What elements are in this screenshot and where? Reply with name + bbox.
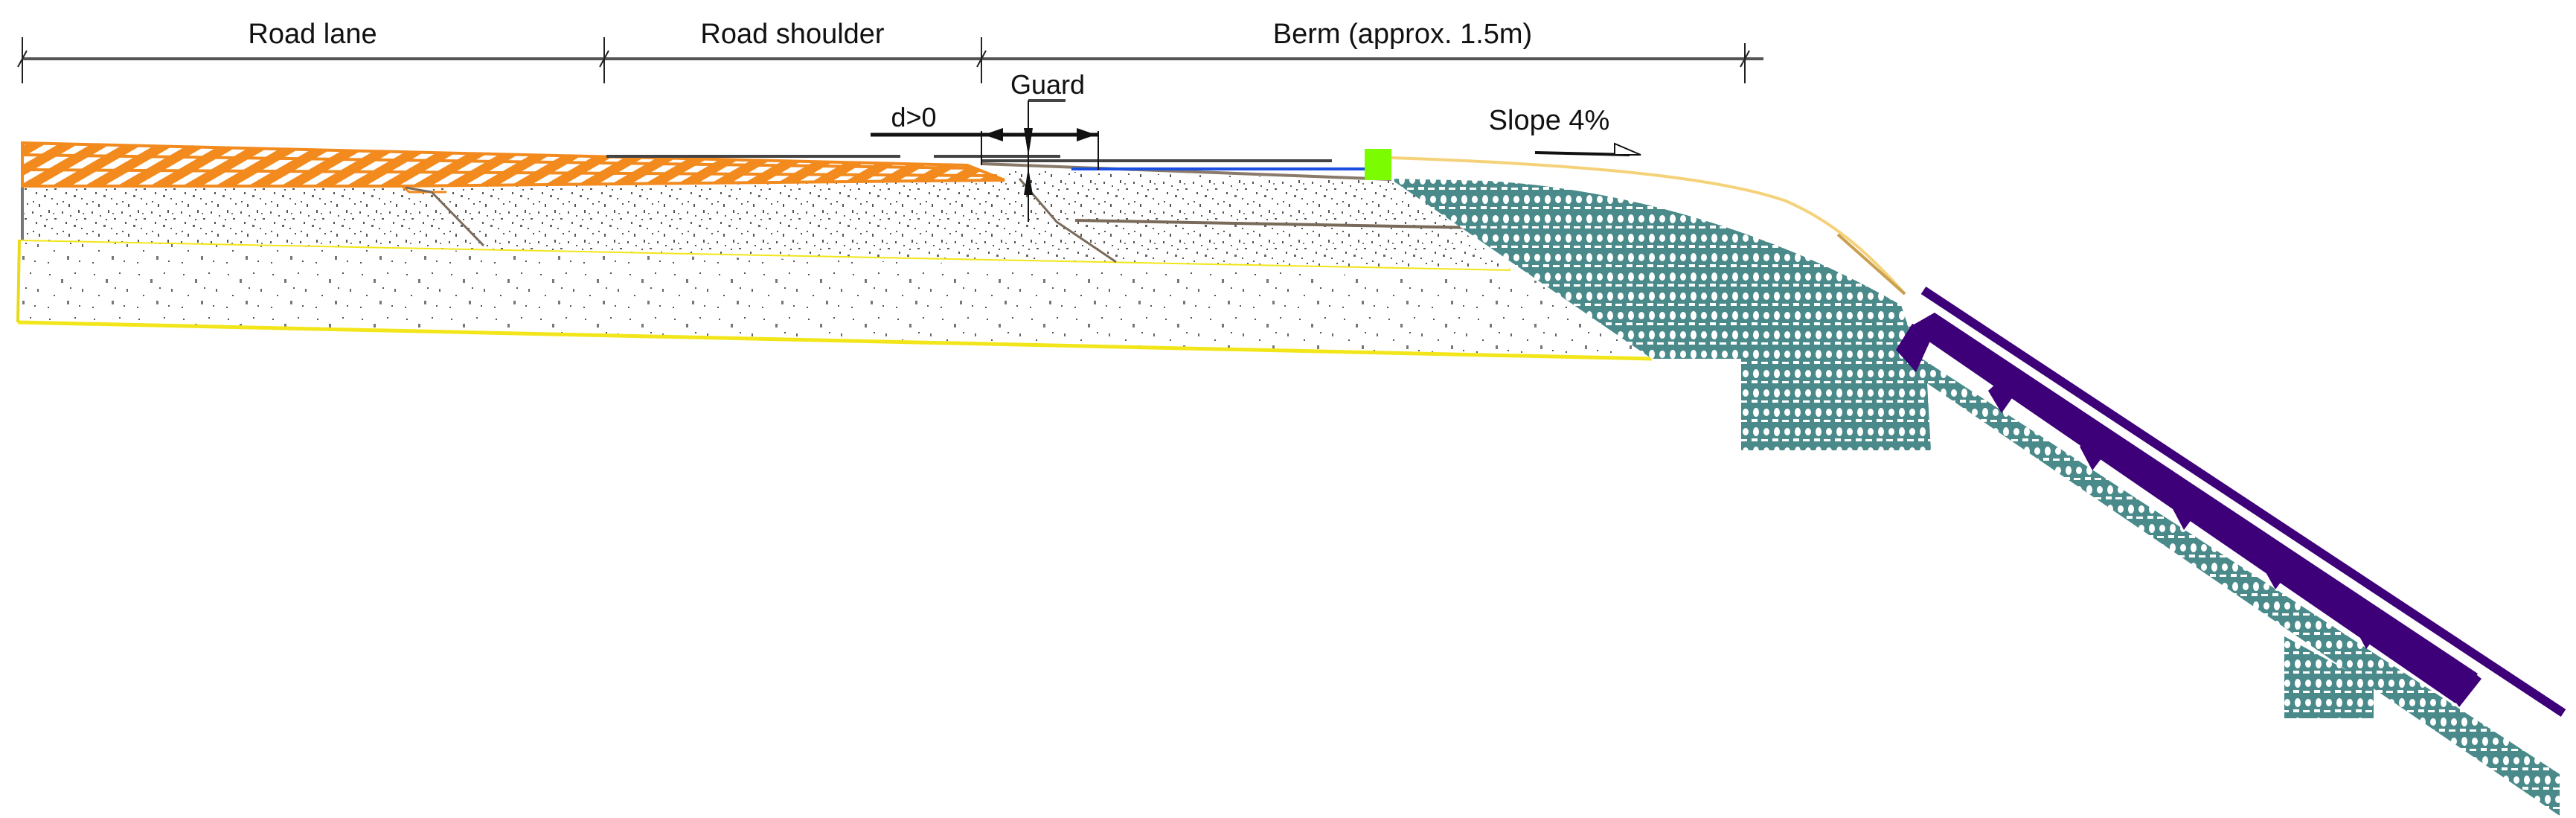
gabion-main-mass <box>1390 179 1931 450</box>
slope-arrow-icon <box>1534 142 1641 156</box>
d-dimension <box>871 128 1099 170</box>
asphalt-layers <box>21 141 1005 194</box>
dimension-line <box>17 37 1763 83</box>
d-label: d>0 <box>891 102 936 132</box>
road-shoulder-label: Road shoulder <box>700 19 885 50</box>
gabion-slope-strip <box>1901 327 2560 816</box>
base-layer <box>21 170 1510 269</box>
slope-label: Slope 4% <box>1489 105 1610 136</box>
guard-post <box>1365 149 1391 180</box>
guard-callout <box>1024 99 1066 222</box>
road-lane-label: Road lane <box>248 19 377 50</box>
gabion-foot <box>2284 636 2374 718</box>
guard-label: Guard <box>1010 69 1085 100</box>
topsoil-line <box>1391 156 1906 295</box>
berm-label: Berm (approx. 1.5m) <box>1273 19 1532 50</box>
geo-membrane <box>1896 286 2566 718</box>
